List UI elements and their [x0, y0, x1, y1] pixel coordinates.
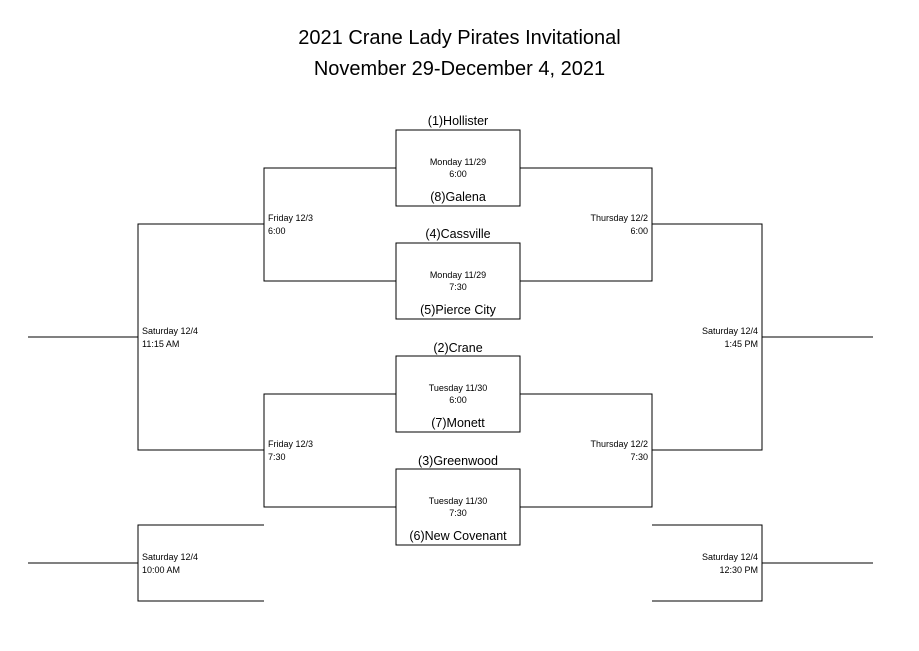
game-3-box: [395, 355, 521, 433]
seventh-place-time: 12:30 PM: [719, 565, 758, 575]
third-place-time: 10:00 AM: [142, 565, 181, 575]
game-3-bottom-team: (7)Monett: [431, 416, 485, 430]
consolation-semi-2-day: Thursday 12/2: [590, 439, 648, 449]
consolation-semi-1-time: 6:00: [630, 226, 648, 236]
winners-semi-2-day: Friday 12/3: [268, 439, 314, 449]
championship-bracket: [137, 223, 264, 451]
consolation-final-bracket: [652, 223, 763, 451]
game-1-bottom-team: (8)Galena: [430, 190, 486, 204]
game-1-time: 6:00: [449, 169, 467, 179]
game-4-top-team: (3)Greenwood: [418, 454, 498, 468]
game-2-box: [395, 242, 521, 320]
bracket-title: 2021 Crane Lady Pirates Invitational: [298, 27, 621, 49]
game-4-box: [395, 468, 521, 546]
game-2-top-team: (4)Cassville: [425, 227, 491, 241]
winners-semi-2-time: 7:30: [268, 452, 286, 462]
game-1-top-team: (1)Hollister: [427, 114, 489, 128]
game-4-time: 7:30: [449, 508, 467, 518]
championship-time: 11:15 AM: [142, 339, 180, 349]
game-3-time: 6:00: [449, 395, 467, 405]
consolation-final-day: Saturday 12/4: [701, 326, 758, 336]
winners-semi-1-time: 6:00: [268, 226, 286, 236]
consolation-semi-1-day: Thursday 12/2: [590, 213, 648, 223]
game-4-day: Tuesday 11/30: [428, 496, 488, 506]
seventh-place-day: Saturday 12/4: [701, 552, 758, 562]
game-2-bottom-team: (5)Pierce City: [420, 303, 496, 317]
game-2-time: 7:30: [449, 282, 467, 292]
game-1-box: [395, 129, 521, 207]
consolation-final-time: 1:45 PM: [724, 339, 758, 349]
winners-semi-1-day: Friday 12/3: [268, 213, 314, 223]
game-1-day: Monday 11/29: [429, 157, 487, 167]
seventh-place-bracket: [652, 524, 763, 602]
game-3-day: Tuesday 11/30: [428, 383, 488, 393]
game-2-day: Monday 11/29: [429, 270, 487, 280]
game-4-bottom-team: (6)New Covenant: [409, 529, 507, 543]
consolation-semi-2-time: 7:30: [630, 452, 648, 462]
championship-day: Saturday 12/4: [142, 326, 199, 336]
third-place-day: Saturday 12/4: [142, 552, 199, 562]
third-place-bracket: [137, 524, 264, 602]
game-3-top-team: (2)Crane: [433, 341, 483, 355]
bracket-subtitle: November 29-December 4, 2021: [313, 58, 606, 80]
